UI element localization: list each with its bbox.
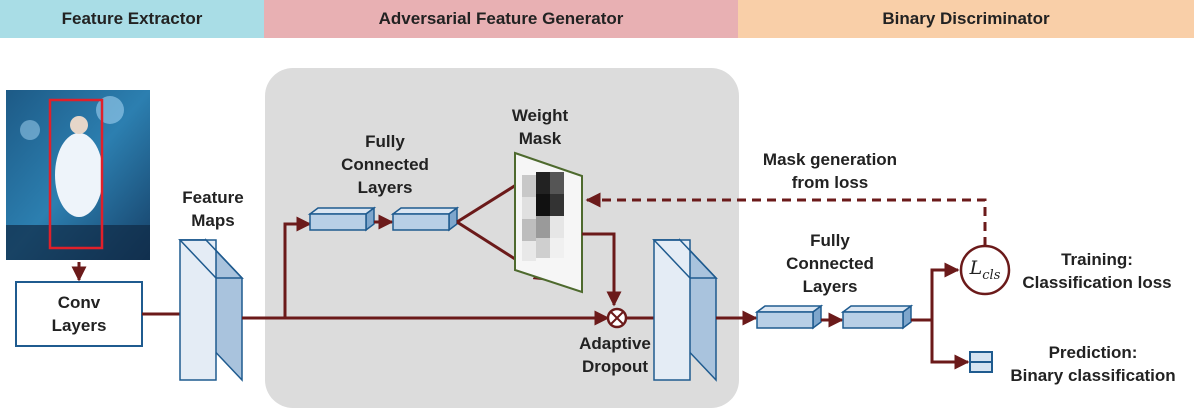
arrow-branch-to-fc	[283, 216, 312, 318]
input-photo-icon	[6, 90, 150, 260]
fc-layers-generator-label: Fully Connected Layers	[341, 132, 429, 197]
prediction-label: Prediction: Binary classification	[1010, 343, 1176, 385]
band-binary-discriminator: Binary Discriminator	[738, 0, 1194, 38]
arrow-mask-to-multiply	[582, 232, 622, 307]
feature-maps-label: Feature Maps	[182, 188, 244, 230]
weight-mask	[514, 151, 583, 294]
fc-block-generator-1	[307, 206, 377, 232]
mask-generation-label: Mask generation from loss	[762, 150, 898, 192]
arrow-to-prediction	[930, 320, 970, 370]
dropout-feature-block	[652, 238, 718, 382]
training-label: Training: Classification loss	[1022, 250, 1172, 292]
loss-subscript: cls	[982, 267, 1001, 283]
multiply-icon	[606, 307, 628, 329]
fc-block-generator-2	[390, 206, 460, 232]
feature-maps-block	[178, 238, 244, 382]
fc-block-discriminator-1	[754, 304, 824, 330]
band-adversarial-generator: Adversarial Feature Generator	[264, 0, 738, 38]
weight-mask-label: Weight Mask	[511, 106, 569, 148]
classifier-icon	[969, 351, 993, 373]
conv-layers-box	[15, 281, 143, 347]
loss-label: Lcls	[961, 257, 1009, 283]
band-feature-extractor: Feature Extractor	[0, 0, 264, 38]
fc-block-discriminator-2	[840, 304, 914, 330]
arrow-to-loss	[930, 262, 960, 320]
loss-symbol: L	[969, 257, 983, 279]
adaptive-dropout-label: Adaptive Dropout	[579, 334, 651, 376]
arrow-mask-generation-feedback	[585, 192, 987, 246]
fc-layers-discriminator-label: Fully Connected Layers	[786, 231, 874, 296]
conv-layers-label: Conv Layers	[51, 293, 107, 335]
